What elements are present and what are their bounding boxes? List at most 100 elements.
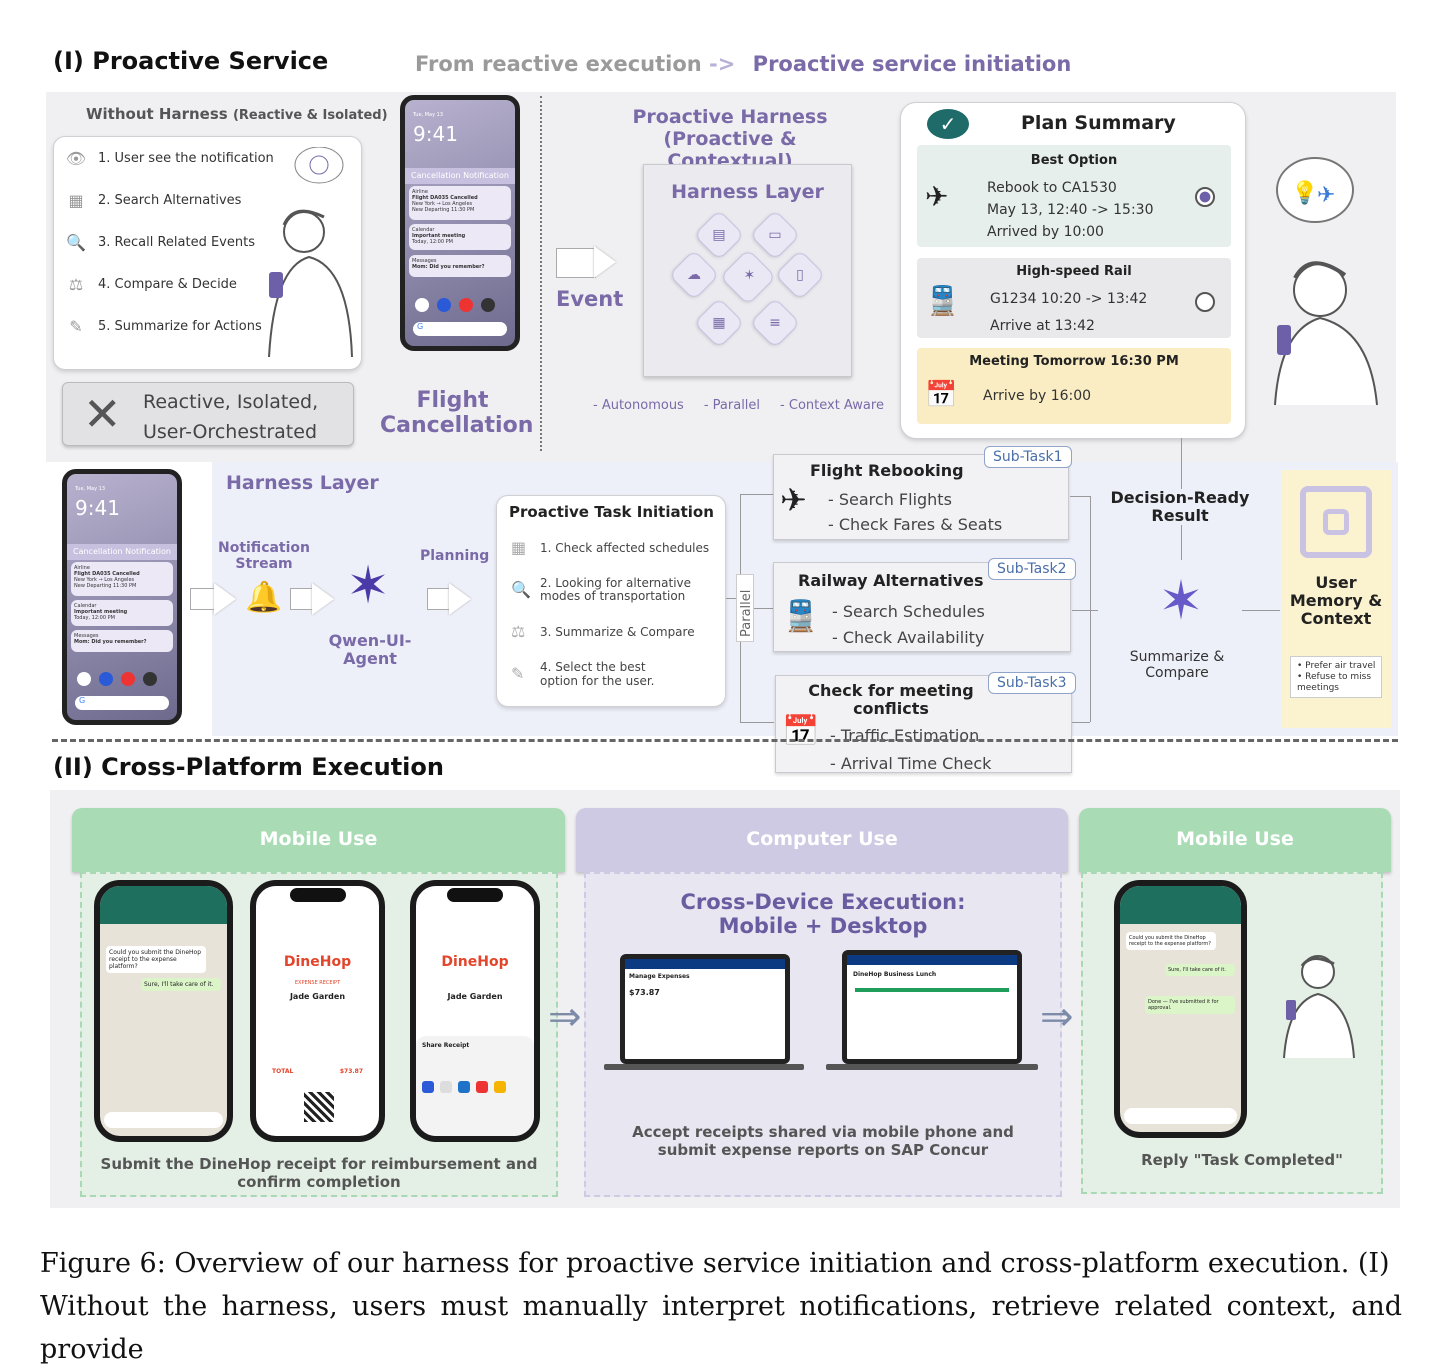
- arrow-right-icon: ⇒: [1040, 994, 1074, 1040]
- plan-summary-title: Plan Summary: [1021, 112, 1176, 134]
- check-icon: ✓: [927, 109, 969, 139]
- phone-date: Tue, May 13: [413, 112, 444, 118]
- connector: [1072, 610, 1098, 611]
- calendar-icon: ▦: [68, 190, 84, 210]
- flow-arrow-body: [290, 588, 314, 610]
- connector: [740, 494, 774, 495]
- phone-notification: Tue, May 13 9:41 Cancellation Notificati…: [400, 95, 520, 351]
- laptop-left: Manage Expenses $73.87: [620, 954, 790, 1064]
- step-5: ✎5. Summarize for Actions: [66, 305, 361, 347]
- search-bar[interactable]: G: [75, 696, 169, 710]
- messages-app-icon[interactable]: [99, 672, 113, 686]
- arrow-right-icon: ⇒: [548, 994, 582, 1040]
- phone-app-icon[interactable]: [415, 298, 429, 312]
- camera-app-icon[interactable]: [481, 298, 495, 312]
- parallel-tag: Parallel: [736, 574, 754, 642]
- chip-icon: [1300, 486, 1372, 558]
- best-option-radio[interactable]: [1195, 187, 1215, 207]
- mobile-use-header-left: Mobile Use: [72, 808, 565, 872]
- subtask-railway: Railway Alternatives 🚆 - Search Schedule…: [773, 562, 1071, 652]
- connector: [1070, 496, 1090, 497]
- phone-app-icon[interactable]: [77, 672, 91, 686]
- summarize-agent-icon: ✶: [1158, 569, 1204, 632]
- chat-bubble-completed: Done — I've submitted it for approval.: [1145, 996, 1235, 1014]
- dock-icons: [77, 672, 157, 686]
- chrome-app-icon[interactable]: [121, 672, 135, 686]
- left-caption: Submit the DineHop receipt for reimburse…: [100, 1155, 538, 1191]
- computer-use-header: Computer Use: [576, 808, 1068, 872]
- harness-features: - Autonomous - Parallel - Context Aware: [593, 398, 884, 413]
- confused-user-illustration: [268, 147, 353, 357]
- step-2: ▦2. Search Alternatives: [66, 179, 361, 221]
- figure-caption: Figure 6: Overview of our harness for pr…: [40, 1242, 1402, 1371]
- mobile-icon: ▯: [774, 249, 826, 301]
- calendar-icon: ▦: [511, 538, 527, 557]
- laptop-base: [604, 1064, 804, 1070]
- chrome-app-icon[interactable]: [459, 298, 473, 312]
- harness-layer-title: Harness Layer: [671, 181, 824, 203]
- without-harness-title: Without Harness (Reactive & Isolated): [86, 105, 388, 123]
- message-input[interactable]: [104, 1112, 223, 1128]
- rail-option-radio[interactable]: [1195, 292, 1215, 312]
- plane-icon: ✈: [925, 180, 949, 213]
- flow-arrow-head: [449, 583, 471, 615]
- right-caption: Reply "Task Completed": [1141, 1151, 1343, 1169]
- camera-app-icon[interactable]: [143, 672, 157, 686]
- subtask-flight-rebooking: Flight Rebooking ✈ - Search Flights- Che…: [773, 454, 1069, 540]
- svg-text:✈: ✈: [1317, 183, 1335, 208]
- laptop-right: DineHop Business Lunch: [842, 950, 1022, 1064]
- share-sheet[interactable]: Share Receipt: [416, 1036, 534, 1136]
- cross-device-title: Cross-Device Execution:Mobile + Desktop: [680, 890, 966, 938]
- event-arrow-body: [556, 248, 596, 278]
- dock-icons: [415, 298, 495, 312]
- message-input[interactable]: [1124, 1108, 1237, 1124]
- chat-bubble-incoming: Could you submit the DineHop receipt to …: [106, 946, 206, 973]
- app-share-icon[interactable]: [476, 1081, 488, 1093]
- document-icon: ▤: [693, 209, 745, 261]
- chat-bubble-outgoing: Sure, I'll take care of it.: [1165, 964, 1235, 976]
- chat-bubble-outgoing: Sure, I'll take care of it.: [141, 978, 221, 991]
- app-share-icon[interactable]: [458, 1081, 470, 1093]
- user-with-phone-illustration: [1283, 955, 1355, 1059]
- verdict-line2: User-Orchestrated: [143, 421, 318, 443]
- meeting-option: Meeting Tomorrow 16:30 PM 📅 Arrive by 16…: [917, 348, 1231, 424]
- connector: [1090, 496, 1091, 722]
- chat-header: [100, 886, 227, 924]
- scale-icon: ⚖: [68, 274, 84, 294]
- connector: [726, 598, 740, 599]
- app-share-icon[interactable]: [494, 1081, 506, 1093]
- flow-from: From reactive execution -> Proactive ser…: [415, 52, 1072, 76]
- panel-divider: [540, 96, 542, 451]
- task-initiation-title: Proactive Task Initiation: [509, 503, 714, 521]
- phone-notification-stream: Tue, May 13 9:41 Cancellation Notificati…: [62, 469, 182, 725]
- subtask2-tag: Sub-Task2: [988, 558, 1076, 580]
- subtask3-tag: Sub-Task3: [988, 672, 1076, 694]
- memory-items: • Prefer air travel • Refuse to miss mee…: [1290, 656, 1382, 698]
- step-4: ⚖4. Compare & Decide: [66, 263, 361, 305]
- connector: [740, 608, 774, 609]
- search-bar[interactable]: G: [413, 322, 507, 336]
- calendar-clock-icon: 📅: [925, 380, 958, 410]
- phone-time: 9:41: [413, 122, 458, 146]
- x-icon: ✕: [83, 387, 122, 441]
- search-icon: 🔍: [66, 232, 86, 252]
- flow-arrow-head: [312, 583, 334, 615]
- proactive-harness-title: Proactive Harness (Proactive &Contextual…: [632, 106, 828, 172]
- pen-icon: ✎: [511, 664, 525, 683]
- messages-app-icon[interactable]: [437, 298, 451, 312]
- agent-icon: ✶: [719, 248, 777, 306]
- app-share-icon[interactable]: [422, 1081, 434, 1093]
- app-share-icon[interactable]: [440, 1081, 452, 1093]
- section-separator: [52, 739, 1398, 742]
- calendar-clock-icon: 📅: [782, 714, 820, 749]
